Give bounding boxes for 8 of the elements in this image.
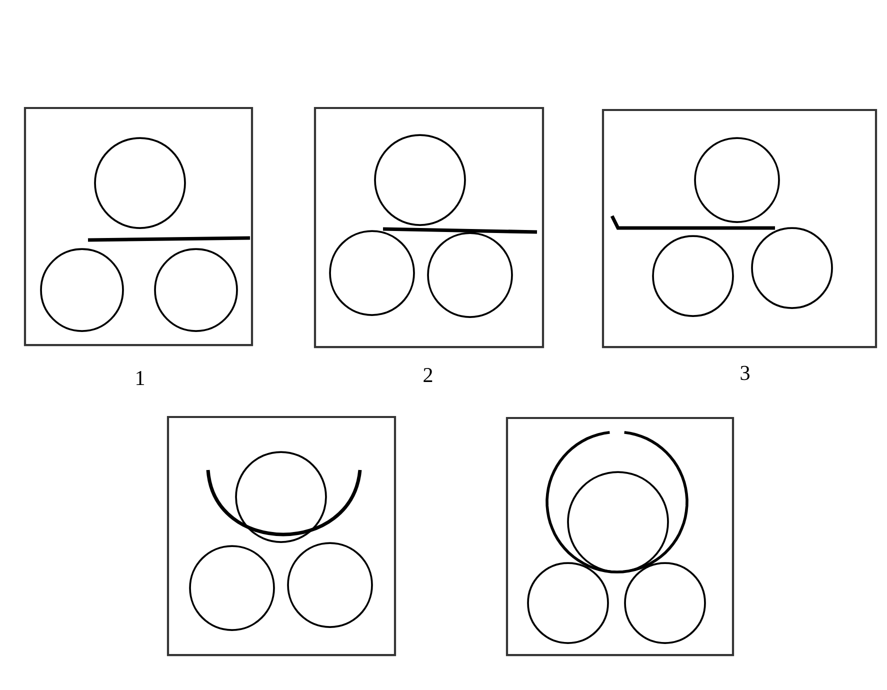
panel-box: 3: [602, 108, 878, 380]
panel-box: 1: [24, 106, 254, 385]
node-label: 3: [740, 366, 750, 380]
panel-box: [506, 416, 734, 656]
node-label: 2: [424, 368, 432, 382]
panel-box: 2: [314, 106, 544, 382]
node-label: 1: [136, 371, 144, 385]
panel-box: [166, 416, 396, 656]
